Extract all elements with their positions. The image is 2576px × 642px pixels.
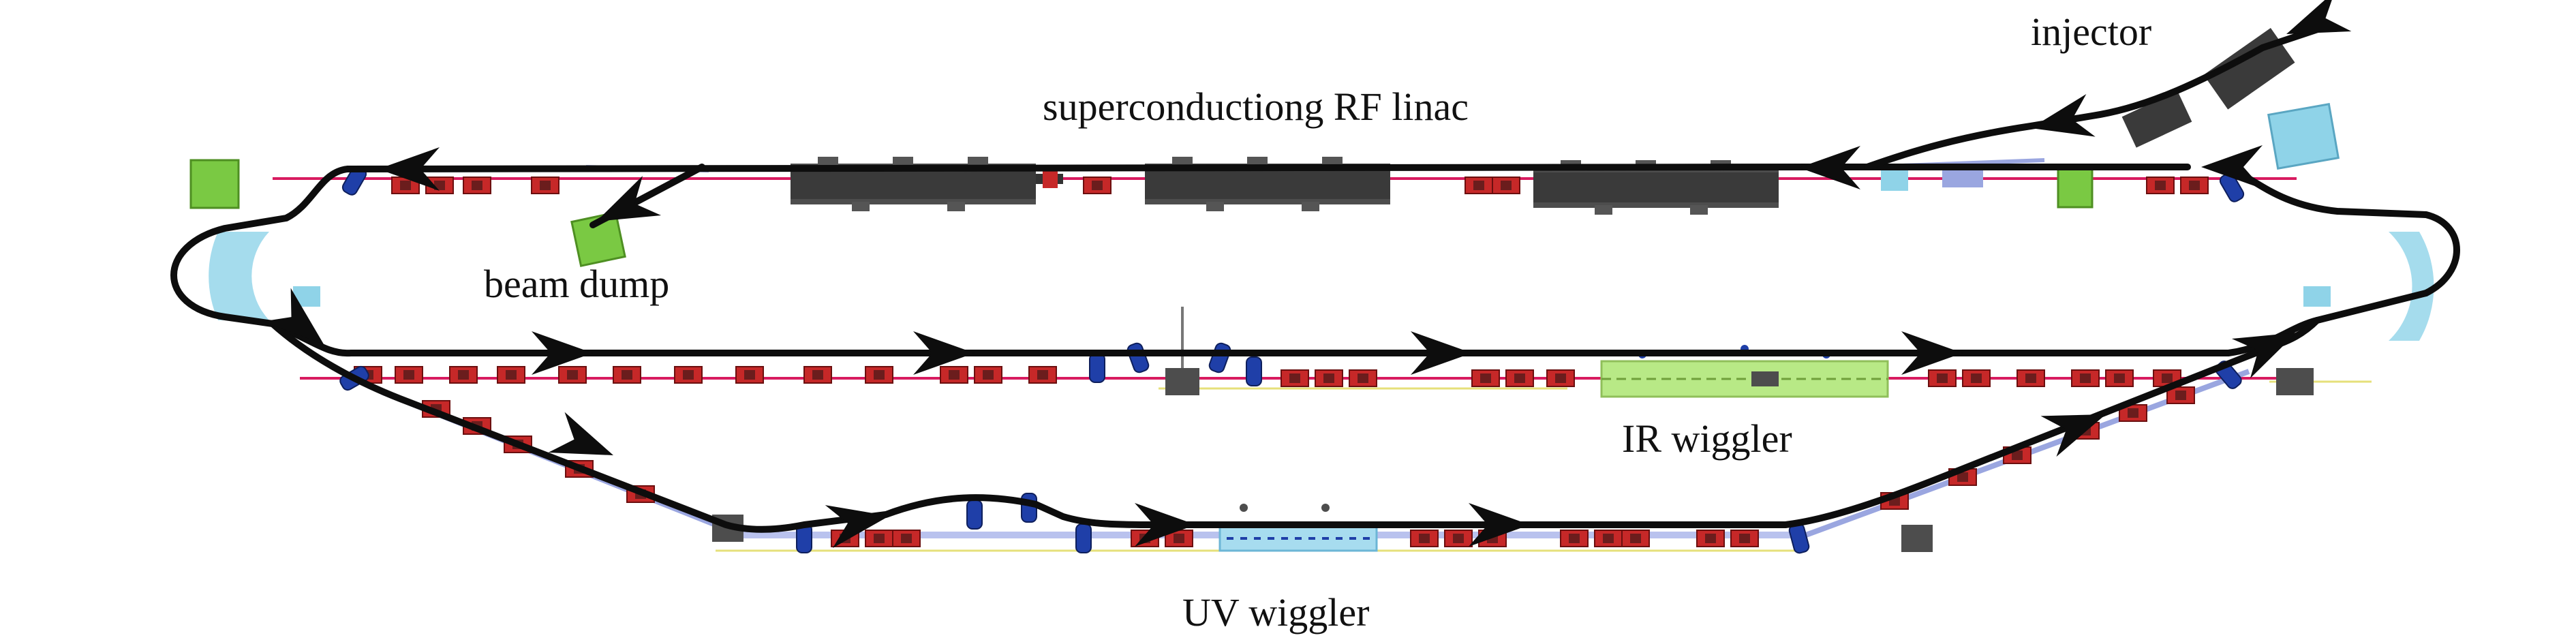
beam-dump-label: beam dump: [484, 262, 670, 306]
ir-wiggler-label: IR wiggler: [1622, 416, 1792, 461]
dipole-magnets: [337, 164, 2247, 555]
injector-label: injector: [2031, 10, 2152, 54]
uv-wiggler-label: UV wiggler: [1182, 590, 1370, 635]
beam-path: [170, 24, 2460, 533]
linac-cryomodules: [791, 157, 1779, 215]
auxiliary-components: [189, 28, 2434, 552]
linac-label: superconductiong RF linac: [1043, 85, 1469, 129]
